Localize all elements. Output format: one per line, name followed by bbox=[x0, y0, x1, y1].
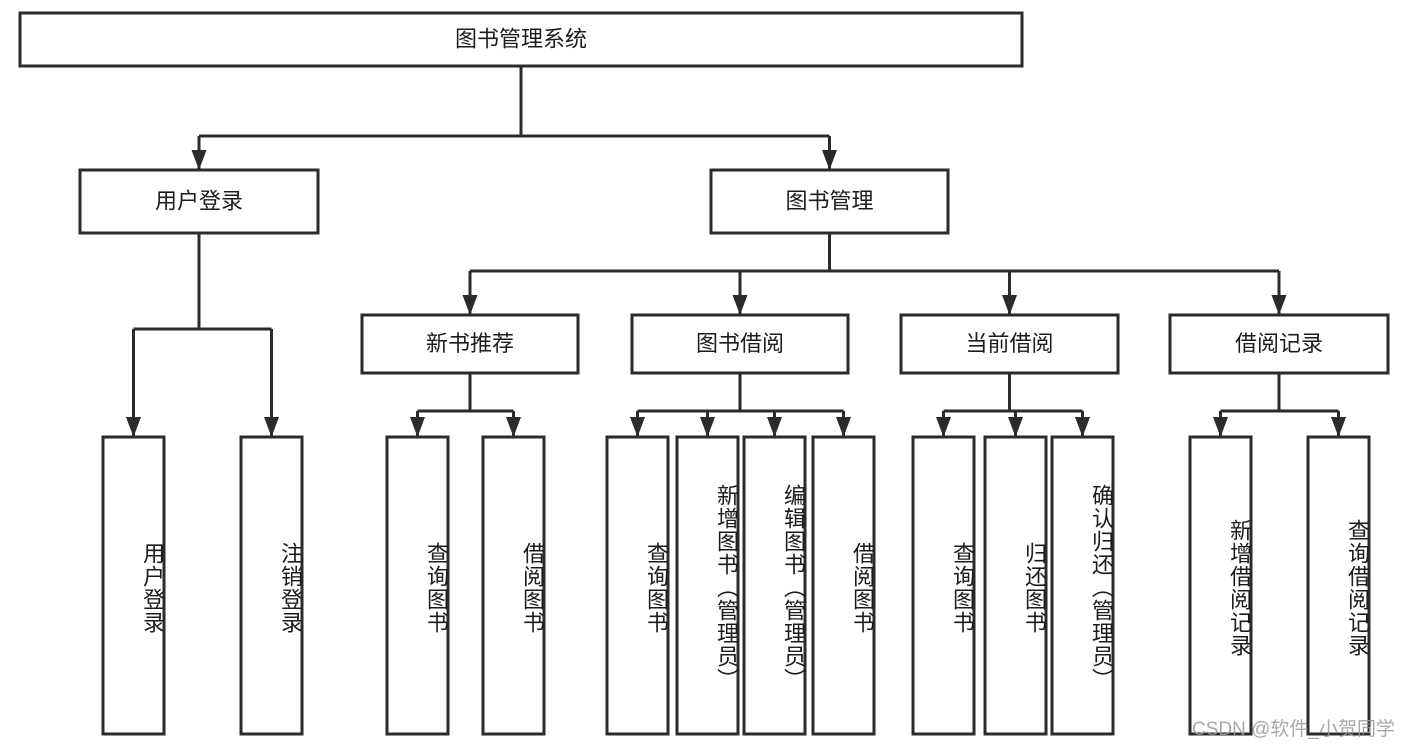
arrowhead-查询图书 bbox=[410, 417, 425, 437]
node-box-注销登录[interactable] bbox=[239, 435, 304, 736]
node-box-图书管理[interactable] bbox=[709, 168, 950, 235]
node-label-图书管理系统: 图书管理系统 bbox=[455, 26, 587, 51]
node-box-借阅图书[interactable] bbox=[481, 435, 546, 736]
node-box-新书推荐[interactable] bbox=[360, 313, 580, 375]
arrowhead-注销登录 bbox=[264, 417, 279, 437]
node-box-归还图书[interactable] bbox=[983, 435, 1048, 736]
node-label-当前借阅: 当前借阅 bbox=[965, 331, 1053, 356]
arrowhead-归还图书 bbox=[1008, 417, 1023, 437]
arrowhead-新增图书管理员 bbox=[700, 417, 715, 437]
arrowhead-确认归还管理员 bbox=[1075, 417, 1090, 437]
arrowhead-当前借阅 bbox=[1002, 295, 1017, 315]
arrowhead-查询借阅记录 bbox=[1331, 417, 1346, 437]
node-box-图书借阅[interactable] bbox=[630, 313, 850, 375]
node-box-借阅记录[interactable] bbox=[1168, 313, 1390, 375]
node-box-用户登录[interactable] bbox=[78, 168, 320, 235]
node-label-图书管理: 图书管理 bbox=[785, 188, 873, 213]
node-box-查询图书[interactable] bbox=[911, 435, 976, 736]
node-box-新增图书管理员[interactable] bbox=[675, 435, 740, 736]
watermark-text: CSDN @软件_小贺同学 bbox=[1192, 719, 1395, 740]
node-box-确认归还管理员[interactable] bbox=[1050, 435, 1115, 736]
arrowhead-图书管理 bbox=[822, 150, 837, 170]
connector-layer bbox=[126, 66, 1346, 437]
arrowhead-查询图书 bbox=[936, 417, 951, 437]
node-label-借阅记录: 借阅记录 bbox=[1235, 331, 1323, 356]
node-box-当前借阅[interactable] bbox=[899, 313, 1120, 375]
arrowhead-新增借阅记录 bbox=[1213, 417, 1228, 437]
node-label-用户登录: 用户登录 bbox=[155, 188, 243, 213]
arrowhead-用户登录 bbox=[126, 417, 141, 437]
arrowhead-查询图书 bbox=[630, 417, 645, 437]
node-label-新书推荐: 新书推荐 bbox=[426, 331, 514, 356]
node-box-借阅图书[interactable] bbox=[811, 435, 876, 736]
arrowhead-借阅图书 bbox=[506, 417, 521, 437]
arrowhead-借阅记录 bbox=[1271, 295, 1287, 315]
arrowhead-借阅图书 bbox=[836, 417, 851, 437]
arrowhead-编辑图书管理员 bbox=[767, 417, 782, 437]
node-box-编辑图书管理员[interactable] bbox=[742, 435, 807, 736]
arrowhead-用户登录 bbox=[191, 150, 207, 170]
node-box-图书管理系统[interactable] bbox=[18, 11, 1024, 68]
node-box-查询图书[interactable] bbox=[605, 435, 670, 736]
node-box-用户登录[interactable] bbox=[101, 435, 166, 736]
node-label-图书借阅: 图书借阅 bbox=[696, 331, 784, 356]
node-box-查询图书[interactable] bbox=[385, 435, 450, 736]
arrowhead-图书借阅 bbox=[732, 295, 748, 315]
node-box-新增借阅记录[interactable] bbox=[1188, 435, 1253, 736]
arrowhead-新书推荐 bbox=[462, 295, 478, 315]
node-box-查询借阅记录[interactable] bbox=[1306, 435, 1371, 736]
